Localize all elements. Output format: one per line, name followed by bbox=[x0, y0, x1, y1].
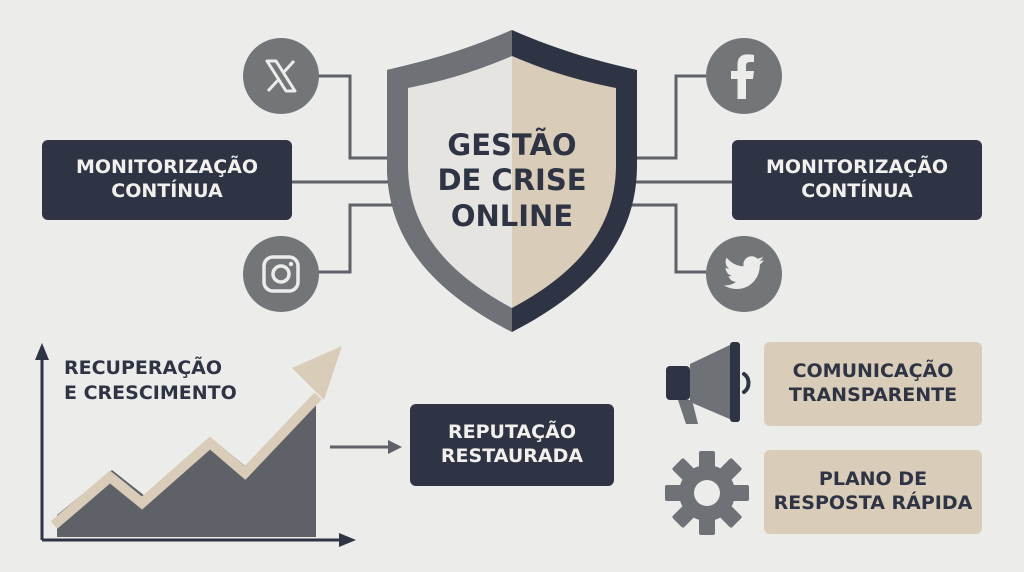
twitter-bird-icon bbox=[706, 236, 782, 312]
communication-line1: COMUNICAÇÃO bbox=[792, 360, 954, 383]
reputation-line1: REPUTAÇÃO bbox=[448, 421, 576, 444]
recovery-line2: E CRESCIMENTO bbox=[64, 381, 237, 404]
shield-title: GESTÃO DE CRISE ONLINE bbox=[412, 128, 612, 234]
shield-title-line2: DE CRISE bbox=[437, 163, 587, 198]
x-logo-icon bbox=[243, 38, 319, 114]
right-monitoring-line2: CONTÍNUA bbox=[801, 180, 913, 202]
communication-box: COMUNICAÇÃO TRANSPARENTE bbox=[764, 342, 982, 426]
communication-line2: TRANSPARENTE bbox=[788, 384, 958, 406]
recovery-label: RECUPERAÇÃO E CRESCIMENTO bbox=[64, 356, 237, 405]
right-monitoring-line1: MONITORIZAÇÃO bbox=[765, 156, 949, 179]
shield-title-line3: ONLINE bbox=[450, 198, 574, 233]
gear-icon bbox=[665, 451, 749, 535]
plan-line1: PLANO DE bbox=[818, 468, 928, 491]
instagram-icon bbox=[243, 236, 319, 312]
megaphone-icon bbox=[666, 342, 751, 424]
shield-title-line1: GESTÃO bbox=[447, 128, 577, 162]
plan-box: PLANO DE RESPOSTA RÁPIDA bbox=[764, 450, 982, 534]
left-monitoring-line1: MONITORIZAÇÃO bbox=[75, 156, 259, 179]
facebook-icon bbox=[706, 38, 782, 114]
left-monitoring-line2: CONTÍNUA bbox=[111, 180, 223, 202]
reputation-box: REPUTAÇÃO RESTAURADA bbox=[410, 404, 614, 486]
recovery-line1: RECUPERAÇÃO bbox=[64, 357, 223, 379]
right-monitoring-box: MONITORIZAÇÃO CONTÍNUA bbox=[732, 140, 982, 220]
arrow-head bbox=[388, 440, 402, 454]
left-monitoring-box: MONITORIZAÇÃO CONTÍNUA bbox=[42, 140, 292, 220]
growth-arrow-head bbox=[292, 346, 342, 400]
growth-line bbox=[50, 392, 322, 529]
plan-line2: RESPOSTA RÁPIDA bbox=[773, 492, 973, 514]
reputation-line2: RESTAURADA bbox=[440, 445, 584, 467]
x-axis-arrow bbox=[339, 533, 356, 547]
y-axis-arrow bbox=[35, 343, 49, 360]
